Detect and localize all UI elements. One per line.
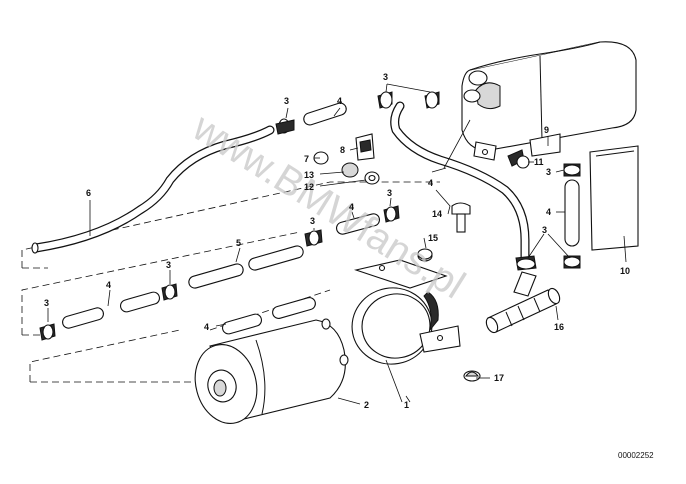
hose-piece-right (563, 163, 581, 269)
callout-1: 1 (404, 400, 409, 410)
assembly-outline (21, 181, 440, 383)
charcoal-canister (461, 41, 637, 161)
clamp-lower-right (515, 255, 537, 271)
callout-2: 2 (364, 400, 369, 410)
bolt-14 (451, 202, 471, 233)
callout-4-lower: 4 (204, 322, 209, 332)
callout-9: 9 (544, 125, 549, 135)
fuel-pump (194, 318, 349, 424)
callout-4-right: 4 (546, 207, 551, 217)
hose-canister (390, 101, 530, 263)
hose-piece-lower (221, 297, 316, 335)
callout-5: 5 (236, 238, 241, 248)
callout-3-right: 3 (546, 167, 551, 177)
bolt-11 (507, 149, 530, 169)
callout-12: 12 (304, 182, 314, 192)
callout-3-top-left: 3 (284, 96, 289, 106)
callout-6: 6 (86, 188, 91, 198)
callout-7: 7 (304, 154, 309, 164)
callout-3-left: 3 (44, 298, 49, 308)
callout-3-mid-left: 3 (166, 260, 171, 270)
hose-piece-lower-left (39, 283, 178, 341)
callout-11: 11 (534, 157, 544, 167)
leader-lines (47, 83, 627, 405)
mounting-bracket (351, 259, 461, 365)
callout-3-right-lower: 3 (542, 225, 547, 235)
callout-3-mid: 3 (310, 216, 315, 226)
hose-piece-top (275, 102, 347, 135)
callout-10: 10 (620, 266, 630, 276)
hose-long (31, 125, 275, 254)
clamps-top (377, 91, 440, 109)
callout-15: 15 (428, 233, 438, 243)
callouts: 6 3 4 3 8 7 13 12 3 4 3 5 3 4 3 4 2 1 4 … (44, 72, 630, 410)
cap-17 (463, 370, 481, 382)
callout-13: 13 (304, 170, 314, 180)
washer-15 (417, 248, 433, 262)
callout-8: 8 (340, 145, 345, 155)
hose-piece-5 (188, 245, 304, 289)
callout-4-canister: 4 (428, 178, 433, 188)
callout-4-left: 4 (106, 280, 111, 290)
callout-17: 17 (494, 373, 504, 383)
callout-14: 14 (432, 209, 442, 219)
callout-4-mid: 4 (349, 202, 354, 212)
hose-piece-middle-upper (304, 205, 400, 247)
pad-10 (589, 145, 639, 251)
connector-16 (485, 271, 561, 334)
callout-3-mid-right: 3 (387, 188, 392, 198)
callout-3-top: 3 (383, 72, 388, 82)
callout-4-top: 4 (337, 96, 342, 106)
small-parts-center (313, 133, 380, 185)
callout-16: 16 (554, 322, 564, 332)
reference-number: 00002252 (618, 451, 654, 460)
